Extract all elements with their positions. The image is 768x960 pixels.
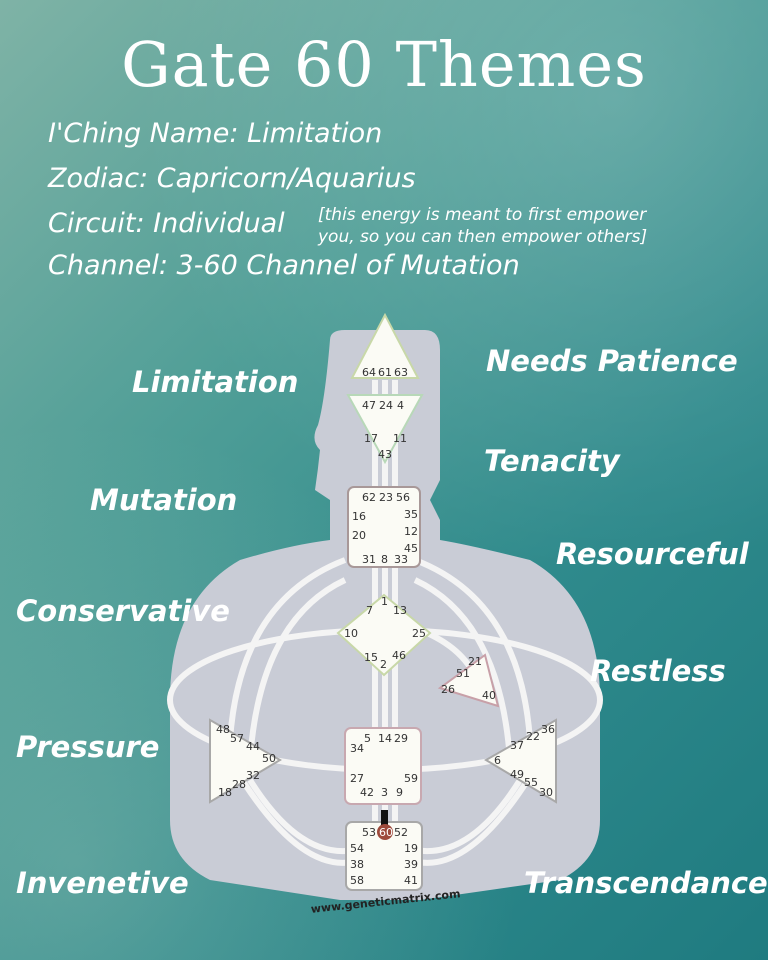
gate-number: 58: [350, 874, 364, 887]
gate-number: 39: [404, 858, 418, 871]
gate-number: 17: [364, 432, 378, 445]
gate-number: 61: [378, 366, 392, 379]
gate-number: 35: [404, 508, 418, 521]
gate-number: 30: [539, 786, 553, 799]
gate-number: 31: [362, 553, 376, 566]
circuit-note-line2: you, so you can then empower others]: [318, 227, 648, 247]
gate-number: 41: [404, 874, 418, 887]
gate-number: 6: [494, 754, 501, 767]
gate-number: 18: [218, 786, 232, 799]
solar-center: [484, 718, 557, 804]
gate-number: 23: [379, 491, 393, 504]
gate-number: 56: [396, 491, 410, 504]
gate-number: 57: [230, 732, 244, 745]
gate-number: 14: [378, 732, 392, 745]
page-title: Gate 60 Themes: [121, 28, 647, 101]
gate-number: 9: [396, 786, 403, 799]
gate-number: 36: [541, 723, 555, 736]
gate-number: 42: [360, 786, 374, 799]
gate-number: 40: [482, 689, 496, 702]
gate-number: 20: [352, 529, 366, 542]
gate-number: 54: [350, 842, 364, 855]
gate-number: 32: [246, 769, 260, 782]
gate-number: 49: [510, 768, 524, 781]
gate-number: 63: [394, 366, 408, 379]
theme-tenacity: Tenacity: [484, 444, 620, 478]
gate-number: 59: [404, 772, 418, 785]
circuit-note: [this energy is meant to first empower y…: [318, 204, 647, 248]
gate-number: 19: [404, 842, 418, 855]
gate-number: 55: [524, 776, 538, 789]
gate-60-highlight: [377, 824, 393, 840]
theme-mutation: Mutation: [90, 483, 238, 517]
gate-number: 13: [393, 604, 407, 617]
spleen-center: [209, 718, 282, 804]
zodiac: Zodiac: Capricorn/Aquarius: [48, 163, 416, 194]
circuit-note-line1: [this energy is meant to first empower: [318, 205, 647, 225]
gate-number: 53: [362, 826, 376, 839]
gate-numbers: 64 61 63 47 24 4 17 11 43 62 23 56 16 35…: [216, 366, 555, 887]
gate-number: 5: [364, 732, 371, 745]
gate-number-highlighted: 60: [379, 826, 393, 839]
gate-number: 47: [362, 399, 376, 412]
gate-number: 29: [394, 732, 408, 745]
gate-number: 51: [456, 667, 470, 680]
gate-number: 28: [232, 778, 246, 791]
theme-pressure: Pressure: [16, 730, 160, 764]
theme-conservative: Conservative: [16, 594, 230, 628]
gate-number: 21: [468, 655, 482, 668]
gate-number: 44: [246, 740, 260, 753]
gate-number: 37: [510, 739, 524, 752]
head-center: [350, 312, 420, 379]
gate-number: 10: [344, 627, 358, 640]
gate-number: 2: [380, 658, 387, 671]
gate-number: 48: [216, 723, 230, 736]
gate-number: 45: [404, 542, 418, 555]
heart-center: [437, 653, 500, 708]
theme-transcendance: Transcendance: [524, 866, 768, 900]
channel: Channel: 3-60 Channel of Mutation: [48, 250, 520, 281]
gate-number: 64: [362, 366, 376, 379]
gate-number: 50: [262, 752, 276, 765]
gate-number: 27: [350, 772, 364, 785]
gate-number: 33: [394, 553, 408, 566]
gate-number: 8: [381, 553, 388, 566]
gate-number: 24: [379, 399, 393, 412]
gate-number: 4: [397, 399, 404, 412]
ajna-center: [346, 394, 424, 465]
gate-number: 25: [412, 627, 426, 640]
throat-center: [347, 486, 421, 568]
gate-number: 15: [364, 651, 378, 664]
g-center: [336, 593, 432, 677]
theme-restless: Restless: [590, 654, 726, 688]
gate-60-line: [381, 810, 388, 828]
theme-limitation: Limitation: [132, 365, 299, 399]
iching-name: I'Ching Name: Limitation: [48, 118, 383, 149]
gate-number: 3: [381, 786, 388, 799]
gate-number: 16: [352, 510, 366, 523]
gate-number: 38: [350, 858, 364, 871]
gate-number: 46: [392, 649, 406, 662]
gate-number: 11: [393, 432, 407, 445]
gate-number: 22: [526, 730, 540, 743]
gate-number: 7: [366, 604, 373, 617]
theme-invenetive: Invenetive: [16, 866, 189, 900]
gate-number: 34: [350, 742, 364, 755]
theme-resourceful: Resourceful: [556, 537, 749, 571]
gate-number: 52: [394, 826, 408, 839]
gate-number: 12: [404, 525, 418, 538]
sacral-center: [344, 727, 422, 805]
theme-needs-patience: Needs Patience: [486, 344, 738, 378]
circuit: Circuit: Individual: [48, 208, 285, 239]
gate-number: 26: [441, 683, 455, 696]
gate-number: 43: [378, 448, 392, 461]
gate-number: 62: [362, 491, 376, 504]
gate-number: 1: [381, 595, 388, 608]
